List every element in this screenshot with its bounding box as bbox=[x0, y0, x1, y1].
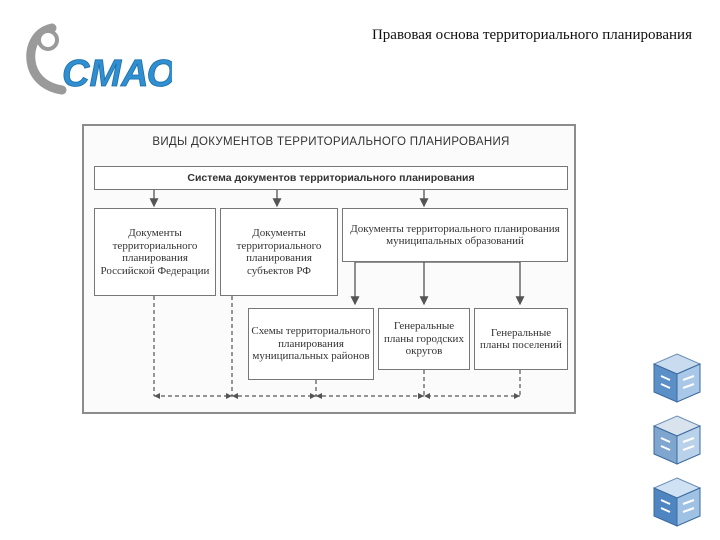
diagram-connectors bbox=[149, 190, 525, 399]
system-label: Система документов территориального план… bbox=[187, 171, 475, 184]
municipal-docs-box: Документы территориального планирования … bbox=[342, 208, 568, 262]
slide-title: Правовая основа территориального планиро… bbox=[371, 27, 692, 43]
municipal-docs-label: Документы территориального планирования … bbox=[350, 222, 560, 248]
city-district-plans-label: Генеральные планы городских округов bbox=[384, 320, 464, 358]
subject-docs-label: Документы территориального планирования … bbox=[236, 227, 322, 277]
puzzle-cube-icon bbox=[652, 476, 702, 528]
city-district-plans-box: Генеральные планы городских округов bbox=[378, 308, 470, 370]
settlement-plans-box: Генеральные планы поселений bbox=[474, 308, 568, 370]
puzzle-cube-icon bbox=[652, 352, 702, 404]
subject-docs-box: Документы территориального планирования … bbox=[220, 208, 338, 296]
federal-docs-box: Документы территориального планирования … bbox=[94, 208, 216, 296]
diagram-title: ВИДЫ ДОКУМЕНТОВ ТЕРРИТОРИАЛЬНОГО ПЛАНИРО… bbox=[152, 136, 510, 148]
settlement-plans-label: Генеральные планы поселений bbox=[480, 326, 562, 352]
district-schemes-box: Схемы территориального планирования муни… bbox=[248, 308, 374, 380]
puzzle-cube-icon bbox=[652, 414, 702, 466]
system-box: Система документов территориального план… bbox=[94, 166, 568, 190]
svg-text:СМАО: СМАО bbox=[62, 53, 172, 95]
smao-logo: СМАО bbox=[22, 20, 177, 100]
diagram-figure: ВИДЫ ДОКУМЕНТОВ ТЕРРИТОРИАЛЬНОГО ПЛАНИРО… bbox=[82, 124, 576, 414]
logo-emblem: СМАО bbox=[26, 23, 177, 95]
federal-docs-label: Документы территориального планирования … bbox=[100, 227, 210, 277]
district-schemes-label: Схемы территориального планирования муни… bbox=[251, 325, 371, 363]
